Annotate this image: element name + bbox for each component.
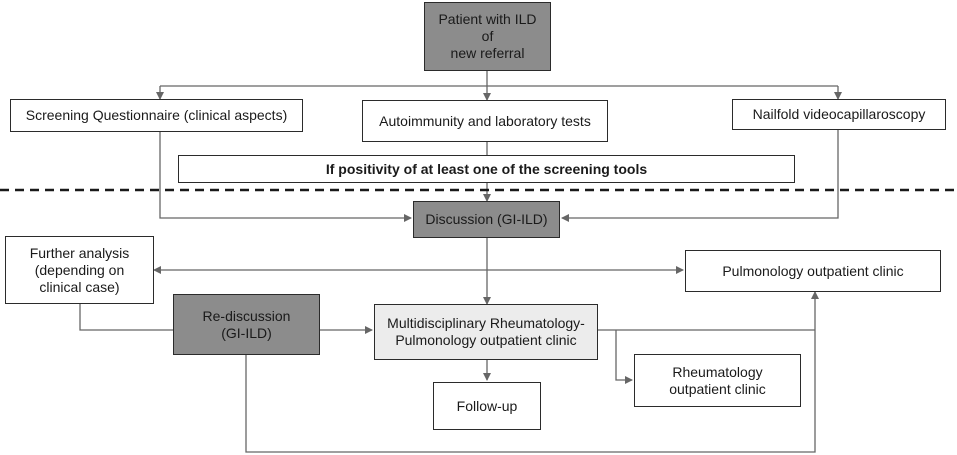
multidisciplinary-clinic-label: Multidisciplinary Rheumatology- Pulmonol… xyxy=(387,315,585,348)
multidisciplinary-clinic-box: Multidisciplinary Rheumatology- Pulmonol… xyxy=(374,304,598,360)
nailfold-label: Nailfold videocapillaroscopy xyxy=(752,106,926,122)
arrow-to-rheumatology xyxy=(615,330,633,384)
connector-further-rediscussion xyxy=(79,304,173,331)
patient-label: Patient with ILD of new referral xyxy=(438,11,537,61)
patient-box: Patient with ILD of new referral xyxy=(424,2,551,71)
nailfold-box: Nailfold videocapillaroscopy xyxy=(732,99,946,130)
follow-up-box: Follow-up xyxy=(433,382,541,430)
positivity-box: If positivity of at least one of the scr… xyxy=(178,155,795,183)
arrow-questionnaire-discussion xyxy=(159,132,412,222)
positivity-label: If positivity of at least one of the scr… xyxy=(325,160,648,177)
rediscussion-label: Re-discussion (GI-ILD) xyxy=(202,307,291,341)
discussion-box: Discussion (GI-ILD) xyxy=(413,201,560,238)
rediscussion-box: Re-discussion (GI-ILD) xyxy=(173,294,320,355)
rheumatology-clinic-label: Rheumatology outpatient clinic xyxy=(669,363,766,397)
screening-questionnaire-label: Screening Questionnaire (clinical aspect… xyxy=(25,107,288,123)
autoimmunity-tests-label: Autoimmunity and laboratory tests xyxy=(379,112,591,129)
connector-rediscussion-loop xyxy=(245,330,816,453)
pulmonology-clinic-label: Pulmonology outpatient clinic xyxy=(722,262,904,279)
arrow-nailfold-discussion xyxy=(561,130,839,222)
follow-up-label: Follow-up xyxy=(456,397,518,414)
rheumatology-clinic-box: Rheumatology outpatient clinic xyxy=(634,354,801,407)
further-analysis-box: Further analysis (depending on clinical … xyxy=(5,236,154,304)
autoimmunity-tests-box: Autoimmunity and laboratory tests xyxy=(362,100,608,142)
pulmonology-clinic-box: Pulmonology outpatient clinic xyxy=(685,250,941,292)
discussion-label: Discussion (GI-ILD) xyxy=(425,211,548,227)
further-analysis-label: Further analysis (depending on clinical … xyxy=(29,244,130,295)
screening-questionnaire-box: Screening Questionnaire (clinical aspect… xyxy=(10,99,303,132)
